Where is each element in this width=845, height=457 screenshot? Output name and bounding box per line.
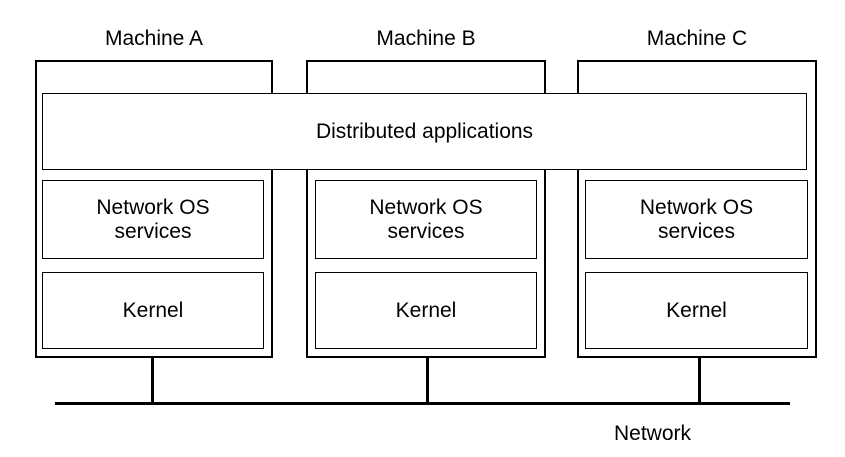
machine-b-network-os-services: Network OS services	[315, 180, 537, 259]
machine-c-kernel: Kernel	[585, 272, 808, 349]
distributed-applications-box: Distributed applications	[42, 93, 807, 170]
machine-a-title: Machine A	[104, 27, 204, 50]
machine-c-network-os-services: Network OS services	[585, 180, 808, 259]
machine-b-network-link	[426, 358, 429, 403]
network-bus-line	[55, 402, 790, 405]
machine-b-kernel: Kernel	[315, 272, 537, 349]
machine-a-kernel: Kernel	[42, 272, 264, 349]
machine-c-title: Machine C	[646, 27, 748, 50]
machine-c-network-link	[698, 358, 701, 403]
machine-a-network-os-services: Network OS services	[42, 180, 264, 259]
machine-b-title: Machine B	[376, 27, 476, 50]
network-label: Network	[614, 422, 692, 445]
machine-a-network-link	[151, 358, 154, 403]
